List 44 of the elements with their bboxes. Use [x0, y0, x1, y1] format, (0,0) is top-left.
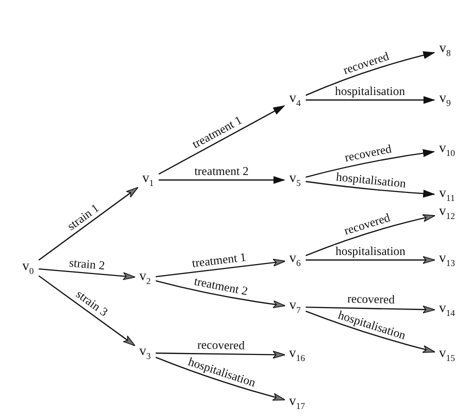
arrow: [156, 356, 286, 401]
arrow: [306, 180, 436, 198]
state-label: v$_{11}$: [439, 187, 455, 203]
state-label: v$_{6}$: [289, 252, 301, 268]
arrow: [156, 280, 286, 308]
arrow: [158, 176, 286, 184]
edge-label: hospitalisation: [334, 170, 408, 190]
edge-label: treatment 1: [190, 250, 248, 270]
arrow: [156, 258, 286, 278]
arrow: [158, 105, 286, 175]
state-label: v$_{12}$: [439, 205, 455, 221]
edge-label: recovered: [346, 293, 396, 306]
state-label: v$_{14}$: [439, 302, 455, 318]
state-label: v$_{9}$: [439, 92, 451, 108]
state-label: v$_{15}$: [439, 347, 455, 363]
arrow: [38, 268, 136, 280]
arrow: [306, 96, 436, 104]
edge-label: recovered: [342, 142, 394, 164]
arrow: [306, 306, 436, 314]
state-label: v$_{17}$: [289, 395, 305, 411]
arrow: [306, 310, 436, 353]
edge-label: treatment 2: [193, 165, 250, 177]
state-label: v$_{1}$: [142, 172, 154, 188]
edge-label: hospitalisation: [334, 245, 406, 257]
arrow: [306, 256, 436, 264]
arrow: [156, 350, 286, 359]
arrow: [38, 186, 138, 261]
arrow: [306, 149, 435, 178]
edge-label: treatment 2: [192, 275, 250, 298]
state-label: v$_{16}$: [289, 347, 305, 363]
edge-label: recovered: [196, 338, 246, 352]
state-label: v$_{5}$: [289, 172, 301, 188]
state-label: v$_{3}$: [139, 345, 151, 361]
state-label: v$_{4}$: [289, 92, 301, 108]
state-label: v$_{2}$: [139, 270, 151, 286]
state-label: v$_{8}$: [439, 42, 451, 58]
state-label: v$_{7}$: [289, 299, 301, 315]
edge-label: hospitalisation: [334, 85, 406, 97]
state-label: v$_{13}$: [439, 252, 455, 268]
arrow: [306, 214, 436, 256]
state-label: v$_{0}$: [22, 260, 34, 276]
arrow: [38, 275, 136, 346]
arrow: [306, 51, 436, 96]
state-label: v$_{10}$: [439, 142, 455, 158]
